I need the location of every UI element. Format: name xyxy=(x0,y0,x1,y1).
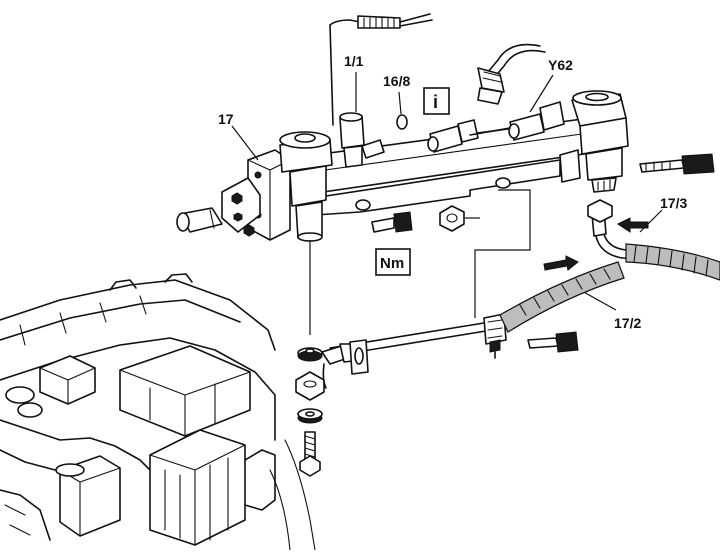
torque-icon: Nm xyxy=(375,248,411,276)
callout-1-1: 1/1 xyxy=(344,53,364,69)
fuel-rail xyxy=(176,90,715,242)
rail-bolt xyxy=(371,211,413,233)
callout-16-8: 16/8 xyxy=(383,73,410,89)
y62-harness xyxy=(477,43,546,105)
fuel-hose-17-3 xyxy=(587,199,720,281)
engine-block xyxy=(0,273,316,551)
info-icon: i xyxy=(423,87,450,115)
hex-nut xyxy=(439,205,465,232)
callout-17-2: 17/2 xyxy=(614,315,641,331)
torque-symbol: Nm xyxy=(380,255,404,272)
callout-17-3: 17/3 xyxy=(660,195,687,211)
callout-y62: Y62 xyxy=(548,57,573,73)
return-line xyxy=(321,313,507,389)
clamp-screw xyxy=(527,331,579,353)
fuel-hose-17-2 xyxy=(499,261,625,333)
sensor-cable xyxy=(329,13,433,126)
arrow-right-icon xyxy=(543,255,579,271)
callout-17: 17 xyxy=(218,111,234,127)
arrow-left-icon xyxy=(617,217,649,233)
washer-stack xyxy=(295,347,325,477)
info-symbol: i xyxy=(433,92,438,112)
